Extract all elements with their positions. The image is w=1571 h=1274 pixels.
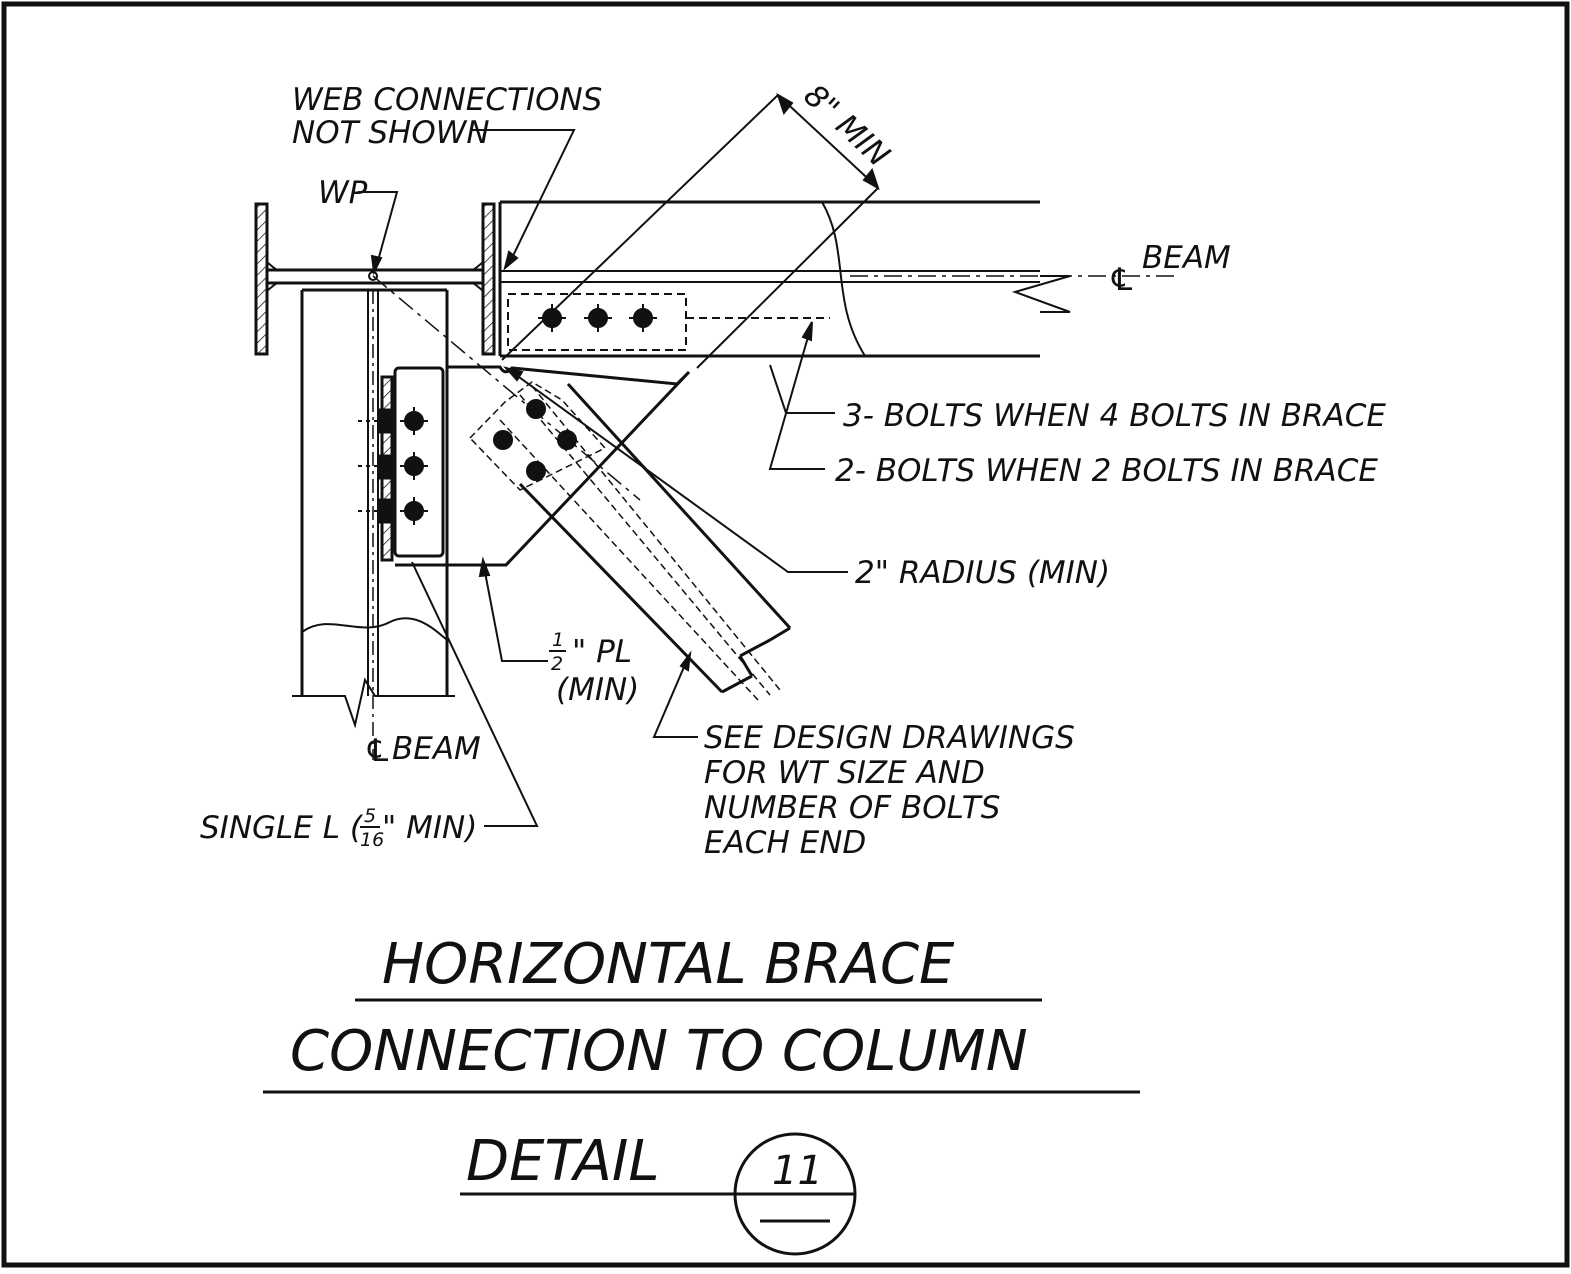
cl-symbol-bottom: ℄ [364, 733, 392, 769]
cl-beam-bottom-label: BEAM [392, 731, 481, 767]
detail-number: 11 [772, 1148, 823, 1194]
title-line-2: CONNECTION TO COLUMN [290, 1019, 1028, 1084]
see-design-line-2: FOR WT SIZE AND [704, 755, 985, 791]
brace-bolts [493, 399, 577, 481]
work-line [372, 275, 641, 501]
beam-angle [507, 293, 830, 351]
single-l-fraction-den: 16 [360, 829, 384, 851]
beam-bolts [538, 304, 657, 332]
dimension-8in [501, 92, 880, 369]
see-design-line-4: EACH END [704, 825, 866, 861]
angle-bolts [358, 407, 428, 525]
single-l-min-label: " MIN) [382, 810, 477, 846]
pl-fraction-num: 1 [552, 629, 564, 651]
title-line-1: HORIZONTAL BRACE [382, 932, 955, 997]
see-design-line-3: NUMBER OF BOLTS [704, 790, 1000, 826]
detail-bubble: 11 [733, 1132, 857, 1256]
wp-label: WP [318, 175, 368, 211]
web-connections-label-1: WEB CONNECTIONS [292, 82, 602, 118]
bolts-when-2-label: 2- BOLTS WHEN 2 BOLTS IN BRACE [835, 453, 1378, 489]
web-connections-label-2: NOT SHOWN [292, 115, 490, 151]
title-line-3: DETAIL [466, 1129, 660, 1194]
cl-beam-top-label: BEAM [1142, 240, 1231, 276]
single-l-label: SINGLE L ( [200, 810, 364, 846]
single-l-fraction-num: 5 [364, 805, 376, 827]
pl-fraction-den: 2 [551, 653, 563, 675]
single-angle [378, 366, 445, 562]
pl-label: " PL [572, 634, 632, 670]
lower-beam [292, 288, 455, 760]
cl-symbol-top: ℄ [1108, 262, 1136, 298]
bolts-when-4-label: 3- BOLTS WHEN 4 BOLTS IN BRACE [843, 398, 1386, 434]
radius-label: 2" RADIUS (MIN) [855, 555, 1110, 591]
brace-hidden-lines [468, 381, 781, 701]
upper-beam [498, 200, 1175, 358]
leaders [358, 129, 848, 827]
see-design-line-1: SEE DESIGN DRAWINGS [704, 720, 1075, 756]
pl-min-label: (MIN) [556, 672, 639, 708]
